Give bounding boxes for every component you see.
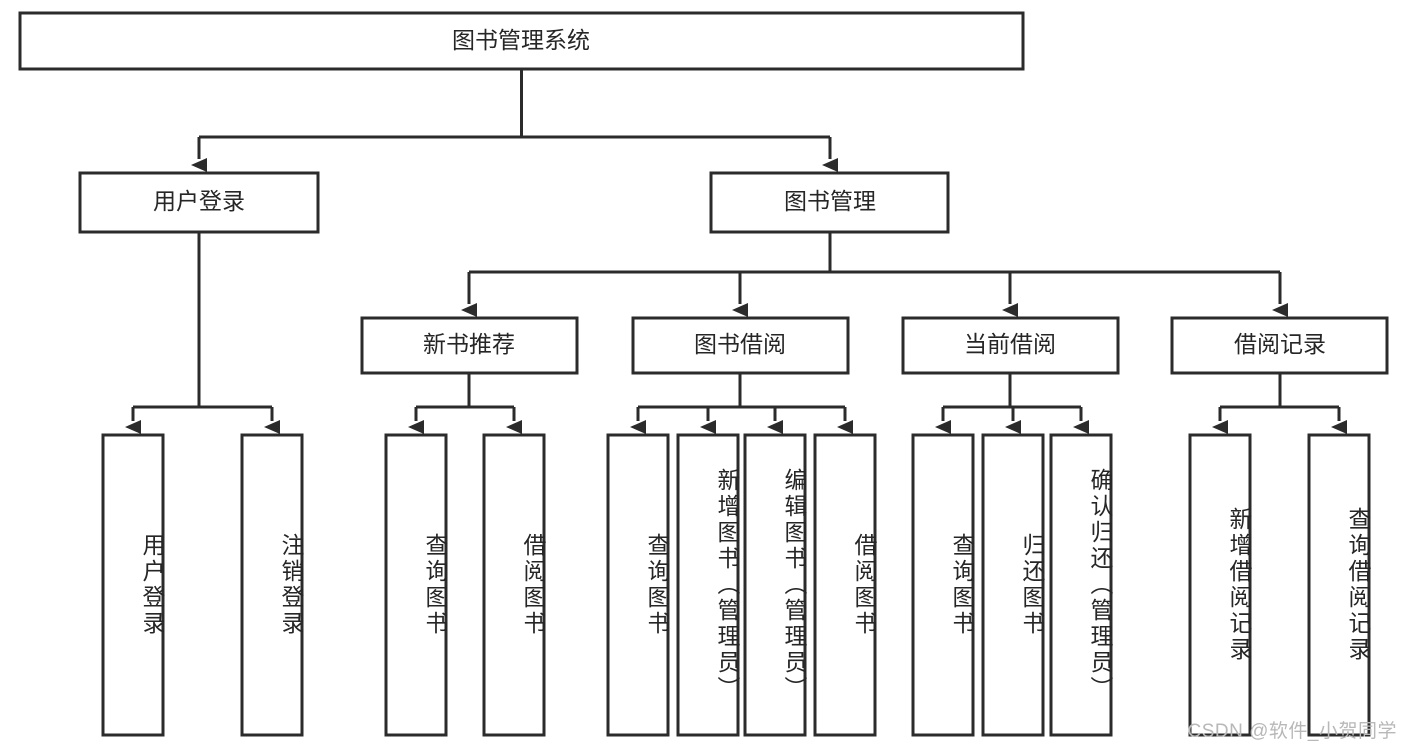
node-book-manage[interactable]: 图书管理 <box>709 171 950 234</box>
node-leaf-query-record-box[interactable] <box>1307 433 1371 737</box>
node-root-label: 图书管理系统 <box>452 27 590 53</box>
node-current-borrow-label: 当前借阅 <box>964 331 1056 357</box>
node-layer: 图书管理系统 用户登录 图书管理 新书推荐 图书借阅 当前 <box>18 11 1389 737</box>
node-leaf-confirm-return-box[interactable] <box>1049 433 1113 737</box>
node-book-manage-box[interactable] <box>709 171 950 234</box>
node-user-login-label: 用户登录 <box>153 188 245 214</box>
node-book-borrow[interactable]: 图书借阅 <box>631 316 850 375</box>
node-leaf-add-record-box[interactable] <box>1188 433 1252 737</box>
node-user-login-box[interactable] <box>78 171 320 234</box>
node-leaf-query-book-1-box[interactable] <box>384 433 448 737</box>
node-leaf-borrow-book-1-box[interactable] <box>482 433 546 737</box>
node-leaf-user-logout-box[interactable] <box>240 433 304 737</box>
node-new-book-rec-label: 新书推荐 <box>423 331 515 357</box>
node-borrow-record[interactable]: 借阅记录 <box>1170 316 1389 375</box>
node-book-manage-label: 图书管理 <box>784 188 876 214</box>
node-leaf-add-book-box[interactable] <box>676 433 740 737</box>
node-book-borrow-box[interactable] <box>631 316 850 375</box>
node-current-borrow-box[interactable] <box>901 316 1120 375</box>
node-book-borrow-label: 图书借阅 <box>694 331 786 357</box>
node-new-book-rec-box[interactable] <box>360 316 579 375</box>
node-leaf-return-book-box[interactable] <box>981 433 1045 737</box>
connector-layer <box>125 69 1347 434</box>
node-user-login[interactable]: 用户登录 <box>78 171 320 234</box>
node-leaf-borrow-book-2-box[interactable] <box>813 433 877 737</box>
node-leaf-user-login-box[interactable] <box>101 433 165 737</box>
node-leaf-query-book-3-box[interactable] <box>911 433 975 737</box>
node-leaf-edit-book-box[interactable] <box>743 433 807 737</box>
node-borrow-record-box[interactable] <box>1170 316 1389 375</box>
node-current-borrow[interactable]: 当前借阅 <box>901 316 1120 375</box>
node-borrow-record-label: 借阅记录 <box>1234 331 1326 357</box>
node-new-book-rec[interactable]: 新书推荐 <box>360 316 579 375</box>
csdn-watermark: CSDN @软件_小贺同学 <box>1187 721 1397 742</box>
node-leaf-query-book-2-box[interactable] <box>606 433 670 737</box>
node-root-box[interactable] <box>18 11 1025 71</box>
node-root[interactable]: 图书管理系统 <box>18 11 1025 71</box>
